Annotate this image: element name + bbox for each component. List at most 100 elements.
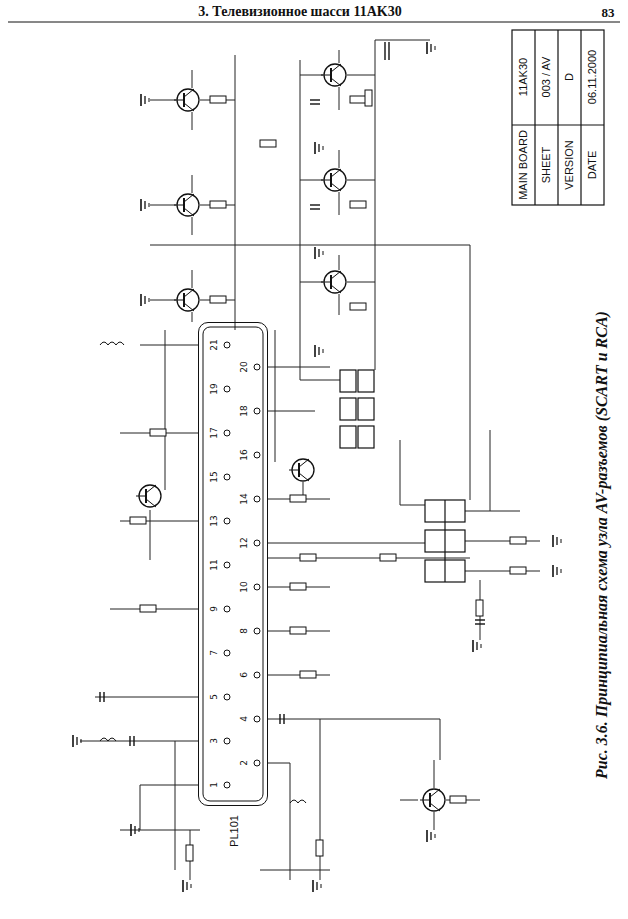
- capacitor-symbol: [279, 714, 280, 724]
- transistor-symbol: [420, 789, 445, 811]
- capacitor-symbol: [388, 42, 389, 60]
- wire: [140, 785, 198, 786]
- wire: [339, 192, 340, 215]
- wire: [150, 300, 176, 301]
- resistor-symbol: [380, 554, 396, 561]
- capacitor-symbol: [310, 99, 320, 100]
- table-cell: DATE: [587, 151, 598, 180]
- wire: [465, 571, 540, 572]
- part-designator: PL101: [229, 815, 240, 847]
- ground-symbol: [73, 735, 81, 747]
- transistor-symbol: [136, 485, 161, 507]
- pin-dot: [224, 474, 230, 480]
- pin-number: 6: [240, 672, 249, 678]
- wire: [150, 100, 176, 101]
- table-cell: 06.11.2000: [587, 50, 598, 104]
- ground-symbol: [73, 42, 561, 892]
- capacitor-symbol: [310, 208, 320, 209]
- rca-jack: [340, 398, 356, 420]
- resistor-symbol: [290, 583, 306, 590]
- transistor-symbol: [321, 271, 346, 293]
- ground-symbol: [315, 142, 323, 154]
- ground-symbol: [141, 294, 149, 306]
- resistor-symbol: [350, 303, 366, 310]
- wire: [375, 40, 376, 300]
- wire: [375, 300, 376, 370]
- relay-symbol: [425, 500, 465, 582]
- pin-number: 12: [240, 537, 249, 548]
- wire: [165, 330, 166, 490]
- pin-number: 21: [210, 339, 219, 350]
- pin-dot: [224, 782, 230, 788]
- resistor-symbol: [150, 429, 166, 436]
- transistor-symbol: [174, 89, 199, 111]
- wire: [95, 697, 198, 698]
- ground-symbol: [427, 830, 435, 842]
- pin-dot: [224, 562, 230, 568]
- connector-inner-outline: [203, 327, 263, 801]
- resistor-symbol: [290, 495, 306, 502]
- wire: [347, 75, 375, 76]
- capacitor-symbol: [475, 619, 485, 620]
- pin-number: 14: [240, 493, 249, 504]
- pin-number: 3: [210, 738, 219, 744]
- pin-dot: [254, 716, 260, 722]
- transistor-symbol: [289, 459, 314, 481]
- ground-symbol: [427, 42, 435, 54]
- transistor-symbol: [321, 169, 346, 191]
- ground-symbol: [553, 565, 561, 577]
- wire: [150, 510, 151, 560]
- resistor-symbol: [510, 567, 526, 574]
- title-block-grid: [534, 30, 535, 205]
- wire: [235, 55, 236, 330]
- wire: [400, 505, 425, 506]
- pin-dot: [224, 342, 230, 348]
- resistor-symbol: [510, 537, 526, 544]
- resistor-symbol: [476, 600, 483, 616]
- rca-jack: [340, 370, 374, 448]
- wire: [434, 760, 435, 788]
- pin-dot: [254, 760, 260, 766]
- title-block-grid: [512, 124, 604, 125]
- wire: [192, 270, 193, 288]
- wire: [465, 511, 520, 512]
- wire: [268, 719, 440, 720]
- wire: [290, 763, 291, 880]
- pin-number: 2: [240, 760, 249, 766]
- resistor-symbol: [290, 627, 306, 634]
- pin-dot: [224, 650, 230, 656]
- pin-number: 10: [240, 581, 249, 592]
- pin-number: 18: [240, 405, 249, 416]
- pin-dot: [224, 342, 260, 788]
- wire: [339, 255, 340, 270]
- resistor-symbol: [210, 296, 226, 303]
- pin-number: 1: [210, 782, 219, 788]
- wire: [300, 60, 301, 320]
- title-block-grid: [580, 30, 581, 205]
- inductor-symbol: [100, 738, 116, 741]
- pin-dot: [224, 738, 230, 744]
- title-block-grid: [512, 30, 604, 205]
- transistor-symbol: [174, 194, 199, 216]
- wire: [300, 75, 323, 76]
- ground-symbol: [141, 199, 149, 211]
- pin-dot: [224, 386, 230, 392]
- wire: [192, 112, 193, 130]
- resistor-symbol: [130, 90, 526, 861]
- wire: [268, 675, 330, 676]
- wire: [347, 180, 375, 181]
- resistor-symbol: [140, 605, 156, 612]
- pin-number: 11: [210, 559, 219, 570]
- wire: [300, 282, 323, 283]
- resistor-symbol: [365, 90, 372, 106]
- page-heading: 3. Телевизионное шасси 11AK30: [198, 5, 401, 19]
- wire: [268, 558, 470, 559]
- resistor-symbol: [450, 796, 466, 803]
- resistor-symbol: [350, 96, 366, 103]
- wire: [268, 367, 330, 368]
- transistor-symbol: [321, 64, 346, 86]
- pin-number: 5: [210, 694, 219, 700]
- wire: [339, 87, 340, 110]
- pin-dot: [254, 584, 260, 590]
